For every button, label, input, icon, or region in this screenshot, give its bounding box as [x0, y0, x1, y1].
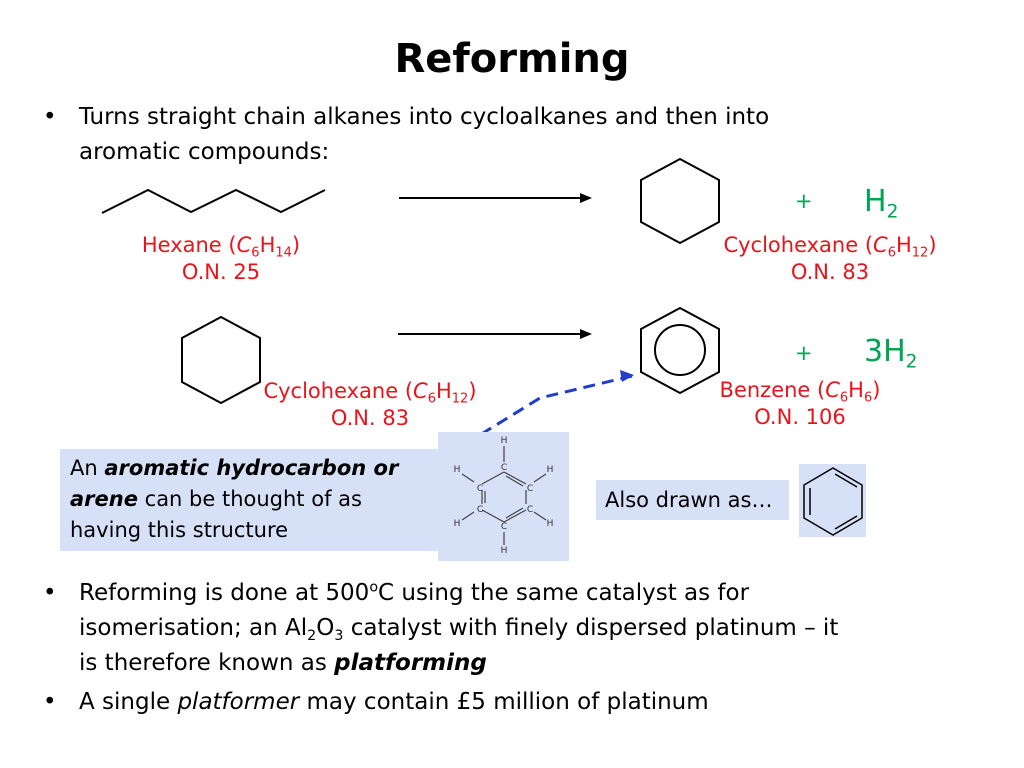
kekule-h-bottom: H: [501, 546, 508, 556]
kekule-c-1: C: [501, 463, 507, 473]
hexane-label: Hexane (C6H14) O.N. 25: [96, 232, 346, 286]
bullet-1-line-2: aromatic compounds:: [79, 139, 330, 165]
hydrogen-byproduct-1: H2: [864, 184, 899, 223]
kekule-h-lower-right: H: [547, 519, 554, 529]
bullet-2-line-2: isomerisation; an Al2O3 catalyst with fi…: [79, 615, 839, 644]
kekule-h-lower-left: H: [454, 519, 461, 529]
cyclohexane-product-label: Cyclohexane (C6H12) O.N. 83: [705, 232, 955, 286]
kekule-c-3: C: [527, 505, 533, 515]
also-drawn-box: [596, 480, 789, 520]
benzene-octane-number: O.N. 106: [754, 405, 846, 429]
hexane-octane-number: O.N. 25: [181, 260, 261, 284]
bullet-dot: •: [43, 580, 57, 606]
hydrogen-byproduct-2: 3H2: [864, 334, 918, 373]
benzene-product-label: Benzene (C6H6) O.N. 106: [675, 377, 925, 431]
kekule-c-6: C: [477, 484, 483, 494]
plus-sign-1: +: [795, 189, 813, 213]
bullet-dot: •: [43, 689, 57, 715]
bullet-2: • Reforming is done at 500oC using the s…: [43, 576, 999, 681]
bullet-dot: •: [43, 104, 57, 130]
bullet-1: • Turns straight chain alkanes into cycl…: [43, 100, 770, 170]
plus-sign-2: +: [795, 341, 813, 365]
kekule-c-2: C: [527, 484, 533, 494]
bullet-2-line-1: Reforming is done at 500oC using the sam…: [79, 579, 750, 606]
bullet-1-line-1: Turns straight chain alkanes into cycloa…: [79, 104, 770, 130]
kekule-c-5: C: [477, 505, 483, 515]
bullet-3: • A single platformer may contain £5 mil…: [43, 685, 999, 720]
kekule-c-4: C: [501, 522, 507, 532]
kekule-h-upper-right: H: [547, 465, 554, 475]
arene-explanation-box: [60, 449, 440, 551]
kekule-h-top: H: [501, 436, 508, 446]
cyclohexane-product-octane-number: O.N. 83: [790, 260, 870, 284]
bullet-2-line-3: is therefore known as platforming: [79, 650, 487, 676]
arene-explanation-text: An aromatic hydrocarbon or arene can be …: [70, 456, 399, 542]
slide-title: Reforming: [394, 36, 630, 82]
kekule-h-upper-left: H: [454, 465, 461, 475]
cyclohexane-reactant-label: Cyclohexane (C6H12) O.N. 83: [245, 378, 495, 432]
cyclohexane-reactant-octane-number: O.N. 83: [330, 406, 410, 430]
also-drawn-text: Also drawn as…: [605, 488, 773, 512]
bullet-3-line: A single platformer may contain £5 milli…: [79, 689, 709, 715]
